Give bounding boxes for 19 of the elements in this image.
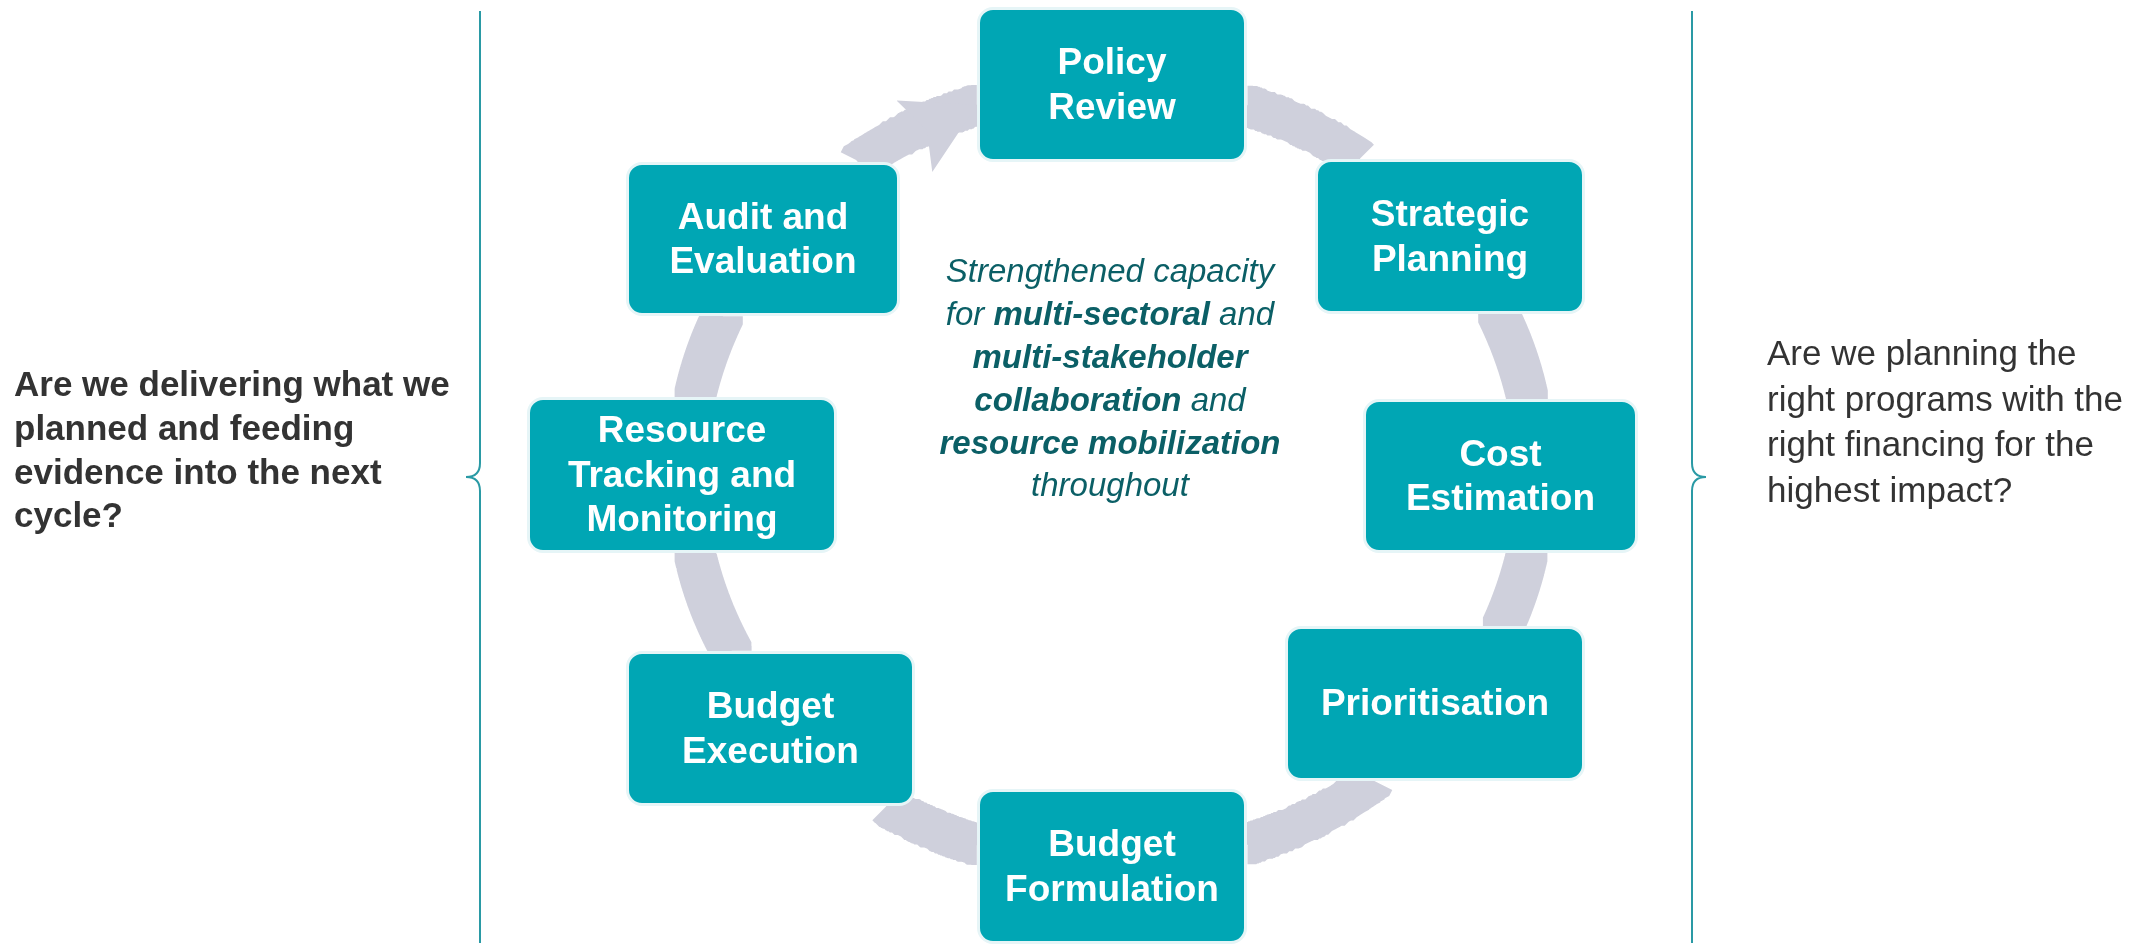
center-note: Strengthened capacity for multi-sectoral and multi-stakeholder collaboration and resource mobilization throughout xyxy=(938,251,1282,506)
step-label: Budget Formulation xyxy=(1004,822,1220,911)
step-label: Resource Tracking and Monitoring xyxy=(566,408,798,542)
process-box xyxy=(1363,399,1638,553)
question-text: Are we delivering what we planned and feeding evidence into the next cycle? xyxy=(14,363,451,537)
process-box xyxy=(1285,626,1585,781)
step-label: Budget Execution xyxy=(681,684,860,773)
process-box xyxy=(527,397,837,553)
process-box xyxy=(1315,159,1585,314)
step-label: Strategic Planning xyxy=(1369,192,1531,281)
step-label: Audit and Evaluation xyxy=(668,194,858,283)
question-text: Are we planning the right programs with the right financing for the highest impact? xyxy=(1767,332,2124,511)
step-label: Cost Estimation xyxy=(1404,431,1597,520)
process-box xyxy=(977,7,1247,162)
step-label: Prioritisation xyxy=(1320,681,1550,726)
process-box xyxy=(626,162,900,316)
process-box xyxy=(626,651,915,806)
process-box xyxy=(977,789,1247,944)
step-label: Policy Review xyxy=(1047,40,1177,129)
